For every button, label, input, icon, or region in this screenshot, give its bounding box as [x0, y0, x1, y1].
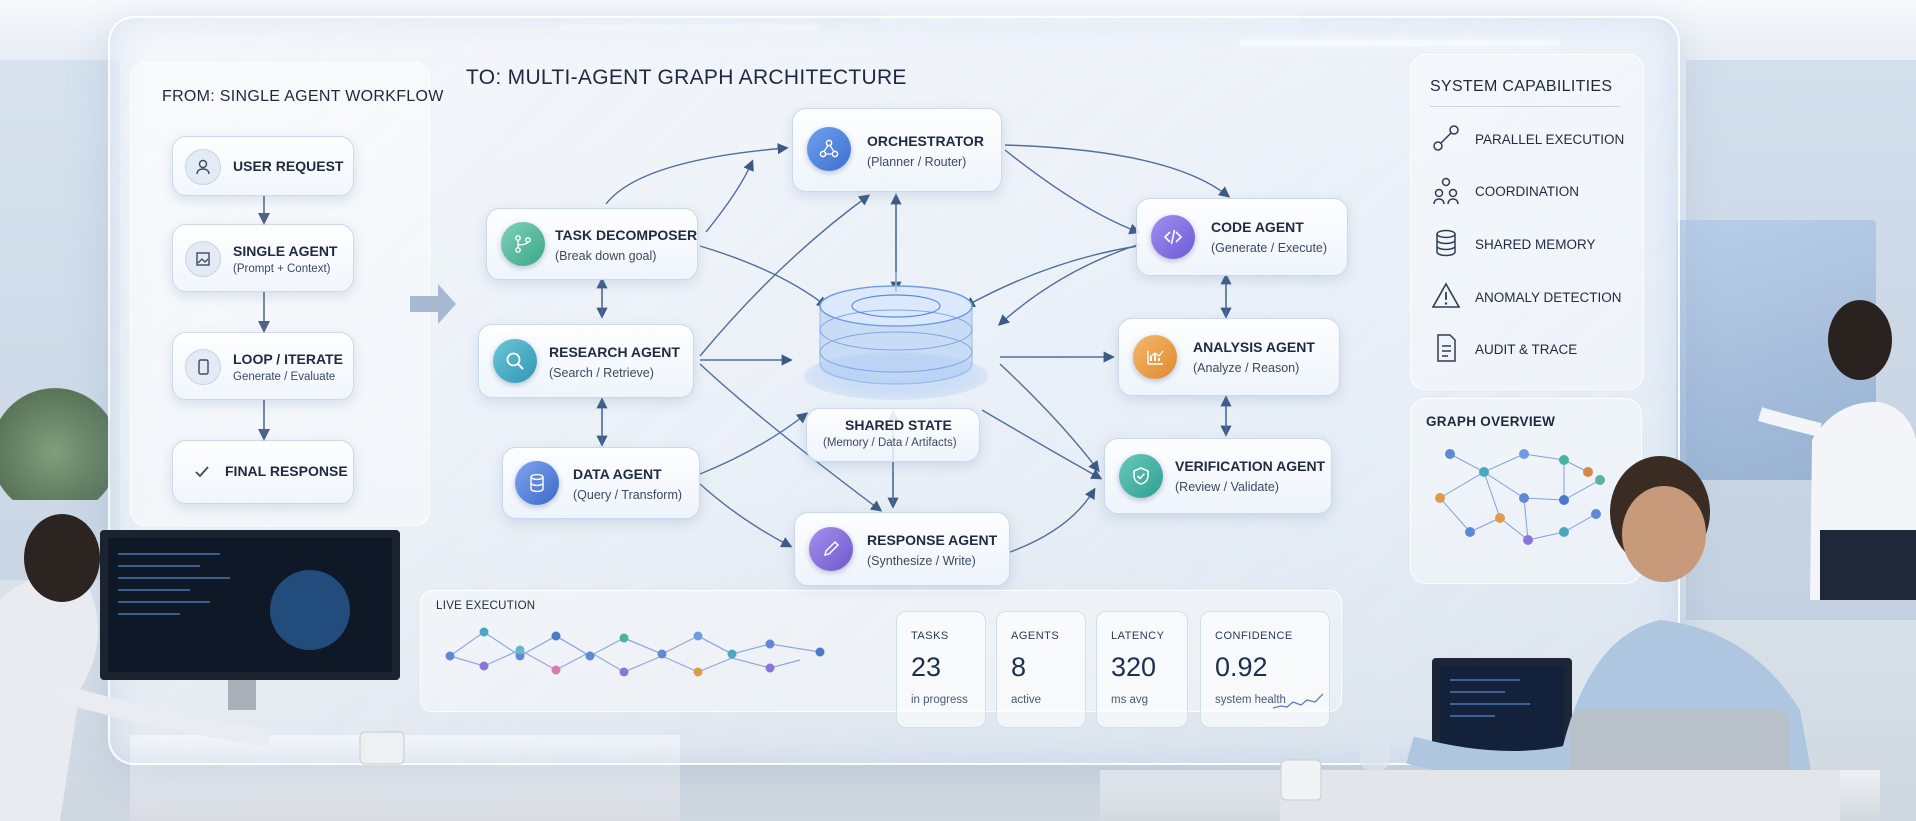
capability-audit-trace[interactable]: AUDIT & TRACE — [1430, 330, 1620, 372]
research-agent-subtitle: (Search / Retrieve) — [549, 366, 654, 380]
live-execution-timeline — [445, 627, 825, 677]
task-decomposer-subtitle: (Break down goal) — [555, 249, 657, 263]
data-agent-title: DATA AGENT — [573, 466, 662, 482]
person-left-at-desk — [0, 514, 405, 821]
phone-icon — [185, 349, 221, 385]
capability-label: ANOMALY DETECTION — [1475, 290, 1622, 305]
metric-unit: ms avg — [1111, 694, 1149, 706]
metric-agents: AGENTS 8 active — [996, 611, 1086, 728]
metric-unit: active — [1011, 694, 1042, 706]
capability-label: COORDINATION — [1475, 184, 1579, 199]
check-icon — [185, 455, 219, 489]
shared-state-subtitle: (Memory / Data / Artifacts) — [823, 437, 957, 449]
code-agent-subtitle: (Generate / Execute) — [1211, 241, 1328, 255]
shared-state-hologram — [804, 272, 988, 400]
orchestrator-title: ORCHESTRATOR — [867, 133, 984, 149]
code-agent-title: CODE AGENT — [1211, 219, 1304, 235]
metric-key: TASKS — [911, 630, 949, 642]
single-agent-card[interactable]: SINGLE AGENT (Prompt + Context) — [172, 224, 354, 292]
code-icon — [1151, 215, 1195, 259]
research-agent-title: RESEARCH AGENT — [549, 344, 680, 360]
loop-iterate-card[interactable]: LOOP / ITERATE Generate / Evaluate — [172, 332, 354, 400]
database-icon — [515, 461, 559, 505]
capability-label: AUDIT & TRACE — [1475, 342, 1578, 357]
orchestrator-node[interactable]: ORCHESTRATOR (Planner / Router) — [792, 108, 1002, 192]
live-execution-title: LIVE EXECUTION — [436, 600, 536, 612]
step-subtitle: (Prompt + Context) — [233, 263, 331, 275]
pencil-icon — [809, 527, 853, 571]
warning-icon — [1431, 282, 1461, 308]
verification-agent-title: VERIFICATION AGENT — [1175, 458, 1326, 474]
step-title: SINGLE AGENT — [233, 243, 338, 259]
metric-value: 320 — [1111, 652, 1157, 682]
capability-parallel-execution[interactable]: PARALLEL EXECUTION — [1430, 120, 1624, 162]
capability-shared-memory[interactable]: SHARED MEMORY — [1430, 225, 1620, 267]
verification-agent-subtitle: (Review / Validate) — [1175, 480, 1279, 494]
live-execution-panel — [420, 590, 1342, 712]
capability-label: PARALLEL EXECUTION — [1475, 132, 1625, 147]
step-title: LOOP / ITERATE — [233, 351, 343, 367]
metric-key: LATENCY — [1111, 630, 1165, 642]
capabilities-title: SYSTEM CAPABILITIES — [1430, 78, 1613, 95]
graph-title: TO: MULTI-AGENT GRAPH ARCHITECTURE — [466, 66, 907, 89]
capability-label: SHARED MEMORY — [1475, 237, 1596, 252]
person-presenter — [1757, 300, 1916, 600]
metric-latency: LATENCY 320 ms avg — [1096, 611, 1188, 728]
shared-state-node[interactable]: SHARED STATE (Memory / Data / Artifacts) — [806, 408, 980, 462]
step-subtitle: Generate / Evaluate — [233, 371, 336, 383]
plant — [0, 380, 110, 500]
data-agent-subtitle: (Query / Transform) — [573, 488, 683, 502]
metric-value: 8 — [1011, 652, 1027, 682]
capability-anomaly-detection[interactable]: ANOMALY DETECTION — [1430, 278, 1622, 320]
capability-coordination[interactable]: COORDINATION — [1430, 172, 1620, 214]
user-request-card[interactable]: USER REQUEST — [172, 136, 354, 196]
metric-value: 23 — [911, 652, 942, 682]
chart-icon — [1133, 335, 1177, 379]
task-decomposer-node[interactable]: TASK DECOMPOSER (Break down goal) — [486, 208, 698, 280]
shared-state-title: SHARED STATE — [845, 417, 952, 433]
search-icon — [493, 339, 537, 383]
image-icon — [185, 241, 221, 277]
people-icon — [1433, 177, 1459, 205]
final-response-card[interactable]: FINAL RESPONSE — [172, 440, 354, 504]
data-agent-node[interactable]: DATA AGENT (Query / Transform) — [502, 447, 700, 519]
network-icon — [807, 127, 851, 171]
response-agent-title: RESPONSE AGENT — [867, 532, 998, 548]
branch-icon — [501, 222, 545, 266]
document-icon — [1437, 334, 1456, 362]
analysis-agent-title: ANALYSIS AGENT — [1193, 339, 1315, 355]
response-agent-node[interactable]: RESPONSE AGENT (Synthesize / Write) — [794, 512, 1010, 586]
single-agent-title: FROM: SINGLE AGENT WORKFLOW — [162, 88, 444, 105]
response-agent-subtitle: (Synthesize / Write) — [867, 554, 976, 568]
step-title: USER REQUEST — [233, 158, 344, 174]
shield-icon — [1119, 454, 1163, 498]
step-title: FINAL RESPONSE — [225, 463, 348, 479]
metric-tasks: TASKS 23 in progress — [896, 611, 986, 728]
metric-unit: system health — [1215, 694, 1286, 706]
research-agent-node[interactable]: RESEARCH AGENT (Search / Retrieve) — [478, 324, 694, 398]
sparkline — [1273, 693, 1323, 709]
metric-key: CONFIDENCE — [1215, 630, 1293, 642]
orchestrator-subtitle: (Planner / Router) — [867, 155, 967, 169]
task-decomposer-title: TASK DECOMPOSER — [555, 227, 698, 243]
analysis-agent-node[interactable]: ANALYSIS AGENT (Analyze / Reason) — [1118, 318, 1340, 396]
divider — [1430, 106, 1620, 107]
capabilities-panel — [1410, 54, 1644, 390]
graph-overview-title: GRAPH OVERVIEW — [1426, 414, 1556, 429]
analysis-agent-subtitle: (Analyze / Reason) — [1193, 361, 1300, 375]
metric-confidence: CONFIDENCE 0.92 system health — [1200, 611, 1330, 728]
person-right-at-desk — [1280, 456, 1840, 821]
metric-value: 0.92 — [1215, 652, 1268, 682]
user-icon — [185, 149, 221, 185]
verification-agent-node[interactable]: VERIFICATION AGENT (Review / Validate) — [1104, 438, 1332, 514]
metric-unit: in progress — [911, 694, 968, 706]
metric-key: AGENTS — [1011, 630, 1060, 642]
database-icon — [1436, 229, 1456, 257]
graph-overview-network — [1435, 449, 1605, 545]
parallel-icon — [1433, 125, 1459, 151]
code-agent-node[interactable]: CODE AGENT (Generate / Execute) — [1136, 198, 1348, 276]
